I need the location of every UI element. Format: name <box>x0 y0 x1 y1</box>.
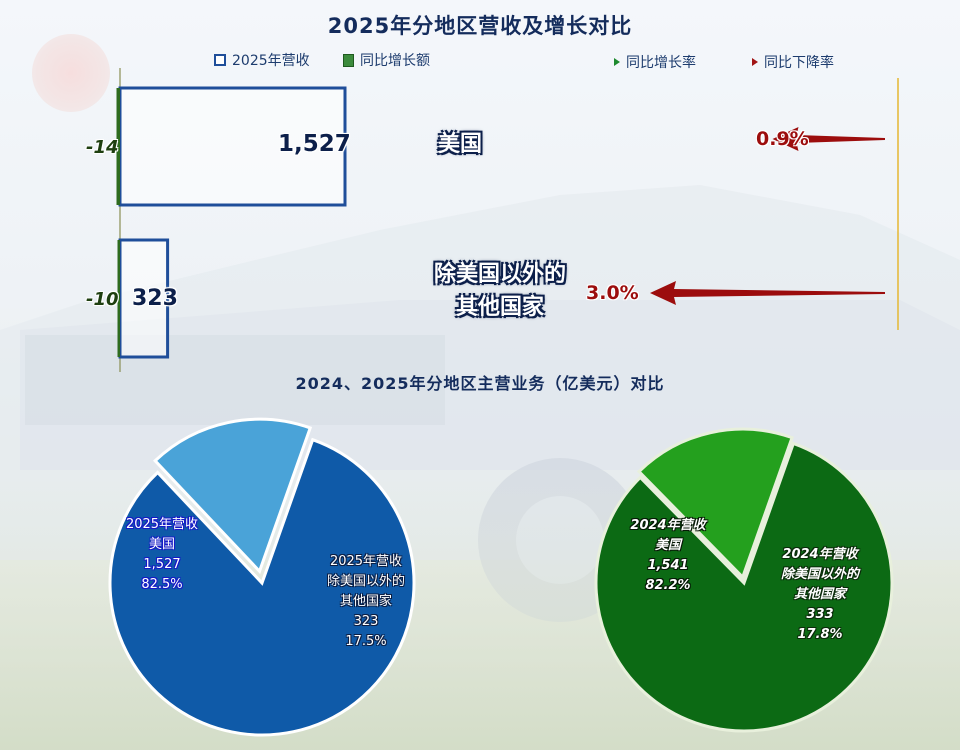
bar-value-other: 323 <box>132 286 178 311</box>
pie2025-us-value: 1,527 <box>143 557 181 572</box>
region-label-other-line1: 除美国以外的 <box>433 262 566 287</box>
region-label-other: 除美国以外的 其他国家 <box>420 258 580 324</box>
growth-value-us: -14 <box>86 137 119 158</box>
pie2025-other-name2: 其他国家 <box>339 594 392 609</box>
logo <box>32 34 110 112</box>
legend-down-arrow-icon <box>752 58 758 66</box>
pie2024-other-series: 2024年营收 <box>782 547 858 562</box>
rate-arrow-1 <box>650 281 885 305</box>
legend-rate-up-label: 同比增长率 <box>626 55 696 71</box>
pie2024-us-name: 美国 <box>654 538 681 553</box>
rate-arrow-0 <box>772 127 885 151</box>
pie2024-label-other: 2024年营收 除美国以外的 其他国家 333 17.8% <box>768 545 872 645</box>
pie2024-slice-main <box>594 441 894 733</box>
legend-revenue-swatch <box>214 54 226 66</box>
pie2025-other-series: 2025年营收 <box>329 554 403 569</box>
legend-rate-up: 同比增长率 <box>614 52 696 72</box>
growth-bar-1 <box>117 240 120 357</box>
revenue-bar-1 <box>118 238 170 359</box>
pie2024-us-value: 1,541 <box>647 558 689 573</box>
pie2025-label-us: 2025年营收 美国 1,527 82.5% <box>112 515 212 595</box>
pie2025-slice-other <box>153 417 313 575</box>
legend-rate-down-label: 同比下降率 <box>764 55 834 71</box>
growth-value-other: -10 <box>86 289 119 310</box>
page-title: 2025年分地区营收及增长对比 <box>327 14 633 38</box>
pie2024-label-us: 2024年营收 美国 1,541 82.2% <box>622 516 714 596</box>
region-label-other-line2: 其他国家 <box>455 295 544 320</box>
pie-chart-2025 <box>108 417 416 737</box>
rate-label-us: 0.9% <box>756 128 809 150</box>
pie2024-other-name2: 其他国家 <box>793 587 846 602</box>
pie-chart-2024 <box>594 427 894 733</box>
pie2025-other-value: 323 <box>353 614 379 629</box>
pie2025-other-name1: 除美国以外的 <box>326 574 405 589</box>
pie2025-label-other: 2025年营收 除美国以外的 其他国家 323 17.5% <box>313 552 419 652</box>
pie2024-other-pct: 17.8% <box>797 627 843 642</box>
revenue-bar-0 <box>118 86 347 207</box>
legend-growth-swatch <box>343 53 354 67</box>
rate-arrows <box>650 127 885 305</box>
region-label-us: 美国 <box>420 128 500 161</box>
pie2024-us-series: 2024年营收 <box>630 518 706 533</box>
pie2025-us-pct: 82.5% <box>141 577 183 592</box>
legend-rate-down: 同比下降率 <box>752 52 834 72</box>
pie2025-slice-main <box>108 437 416 737</box>
bar-chart <box>116 86 347 359</box>
growth-bar-0 <box>116 88 120 205</box>
pie2024-us-pct: 82.2% <box>645 578 691 593</box>
pie2025-us-name: 美国 <box>148 537 175 552</box>
legend-revenue-label: 2025年营收 <box>232 53 310 69</box>
legend-growth-label: 同比增长额 <box>360 53 430 69</box>
legend-revenue: 2025年营收 <box>214 50 310 70</box>
pie2024-other-value: 333 <box>806 607 834 622</box>
pie2024-other-name1: 除美国以外的 <box>780 567 859 582</box>
legend-up-arrow-icon <box>614 58 620 66</box>
pie2025-us-series: 2025年营收 <box>125 517 199 532</box>
rate-label-other: 3.0% <box>586 282 639 304</box>
legend-growth: 同比增长额 <box>343 50 430 70</box>
pie2024-slice-other <box>636 427 794 580</box>
bar-value-us: 1,527 <box>278 131 351 157</box>
region-label-us-line1: 美国 <box>437 132 482 157</box>
pie2025-other-pct: 17.5% <box>345 634 387 649</box>
pie-section-title: 2024、2025年分地区主营业务（亿美元）对比 <box>295 374 665 393</box>
